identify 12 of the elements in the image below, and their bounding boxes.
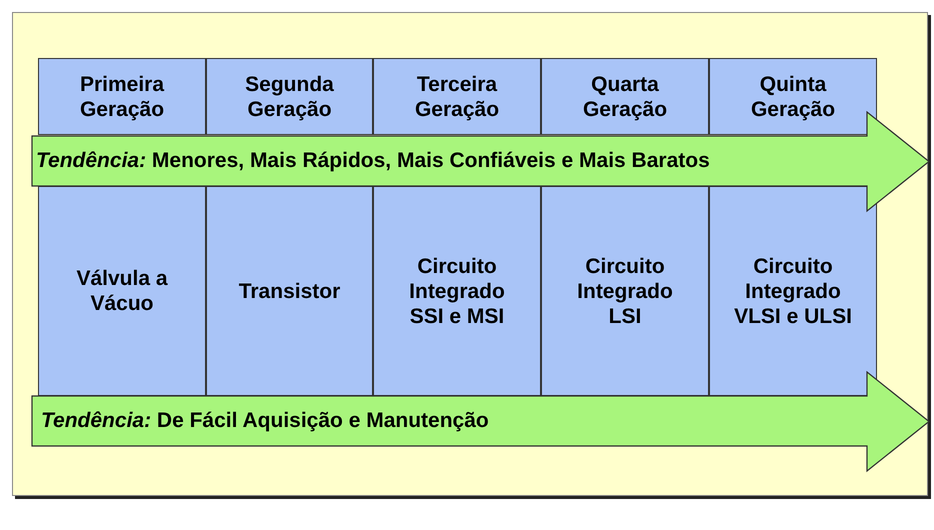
- technology-cell: Circuito Integrado VLSI e ULSI: [709, 186, 877, 396]
- technology-cell: Circuito Integrado SSI e MSI: [373, 186, 541, 396]
- technology-cell: Válvula a Vácuo: [38, 186, 206, 396]
- trend-label: Tendência: Menores, Mais Rápidos, Mais Confiáveis e Mais Baratos: [36, 148, 710, 174]
- trend-label: Tendência: De Fácil Aquisição e Manutenção: [41, 408, 489, 434]
- generation-header: Primeira Geração: [38, 58, 206, 135]
- generation-header: Segunda Geração: [206, 58, 373, 135]
- generation-header: Terceira Geração: [373, 58, 541, 135]
- technology-cell: Circuito Integrado LSI: [541, 186, 709, 396]
- generation-header: Quinta Geração: [709, 58, 877, 135]
- technology-cell: Transistor: [206, 186, 373, 396]
- generation-header: Quarta Geração: [541, 58, 709, 135]
